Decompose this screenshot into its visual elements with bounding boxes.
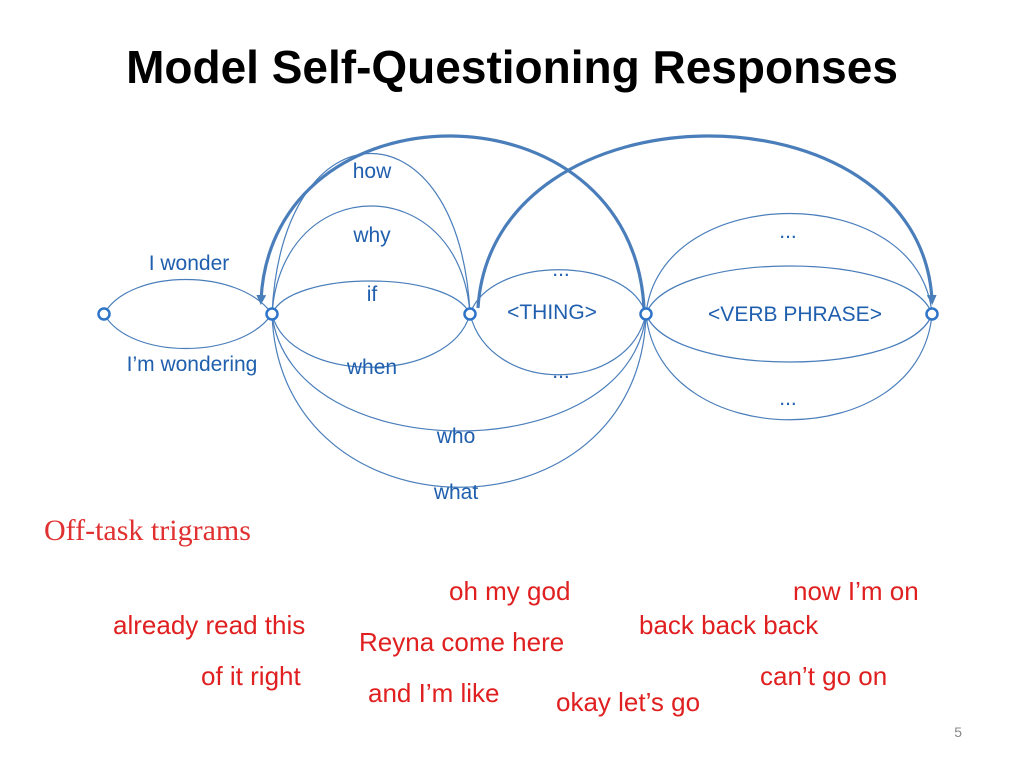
label-ellipsis-verb-top: ... <box>779 220 797 243</box>
label-thing: <THING> <box>507 301 597 324</box>
arc-when <box>271 313 471 368</box>
arc-verb-top <box>645 212 933 315</box>
trigram-of-it-right: of it right <box>201 661 301 691</box>
trigram-cant-go-on: can’t go on <box>760 661 888 691</box>
node-start <box>97 307 111 321</box>
label-ellipsis-verb-bottom: ... <box>779 387 797 410</box>
arc-verb-bottom <box>645 313 933 421</box>
arc-verb-mid-top <box>645 265 933 315</box>
arc-what <box>271 313 647 488</box>
node-2 <box>265 307 279 321</box>
node-4 <box>639 307 653 321</box>
label-how: how <box>353 160 392 183</box>
arc-im-wondering <box>103 313 273 349</box>
label-if: if <box>367 283 378 306</box>
trigram-reyna-come-here: Reyna come here <box>359 627 565 657</box>
arc-i-wonder <box>103 279 273 315</box>
node-end <box>925 307 939 321</box>
arc-if <box>271 280 471 315</box>
arc-verb-mid-bottom <box>645 313 933 363</box>
label-verb-phrase: <VERB PHRASE> <box>708 303 882 326</box>
trigram-okay-lets-go: okay let’s go <box>556 687 701 717</box>
trigram-and-im-like: and I’m like <box>368 678 500 708</box>
loop-arrow-left <box>256 134 646 309</box>
arc-thing-bottom <box>469 313 647 376</box>
label-ellipsis-bottom: ... <box>552 360 570 383</box>
label-ellipsis-top: ... <box>552 258 570 281</box>
loop-arrow-right <box>476 134 937 309</box>
page-number: 5 <box>954 724 962 740</box>
label-when: when <box>346 356 397 379</box>
label-who: who <box>436 425 476 448</box>
trigram-oh-my-god: oh my god <box>449 576 571 606</box>
trigram-now-im-on: now I’m on <box>793 576 919 606</box>
arc-who <box>271 313 647 432</box>
trigram-already-read-this: already read this <box>113 610 306 640</box>
off-task-heading: Off-task trigrams <box>44 514 251 547</box>
label-im-wondering: I’m wondering <box>127 353 258 376</box>
label-what: what <box>433 481 479 504</box>
label-why: why <box>352 224 391 247</box>
arc-why <box>271 205 471 315</box>
label-i-wonder: I wonder <box>149 252 230 275</box>
arc-how <box>271 153 471 315</box>
trigram-back-back-back: back back back <box>639 610 819 640</box>
slide-title: Model Self-Questioning Responses <box>126 41 898 93</box>
node-3 <box>463 307 477 321</box>
arc-thing-top <box>469 269 647 315</box>
